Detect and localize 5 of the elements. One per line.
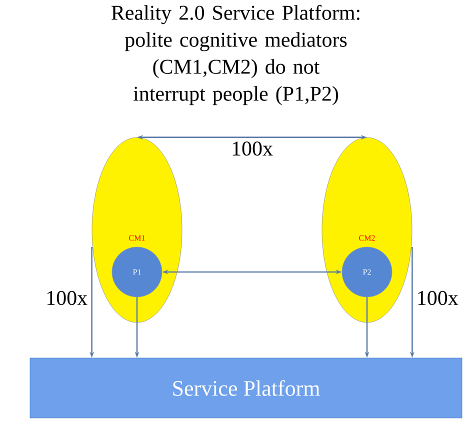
- title: Reality 2.0 Service Platform: polite cognitive mediators (CM1,CM2) do not interrupt people (P1,P2): [112, 4, 360, 106]
- edge-label: 100x: [232, 142, 273, 156]
- platform-box: Service Platform: [30, 358, 462, 418]
- edge-label: 100x: [418, 290, 458, 306]
- edge-label: 100x: [47, 290, 88, 306]
